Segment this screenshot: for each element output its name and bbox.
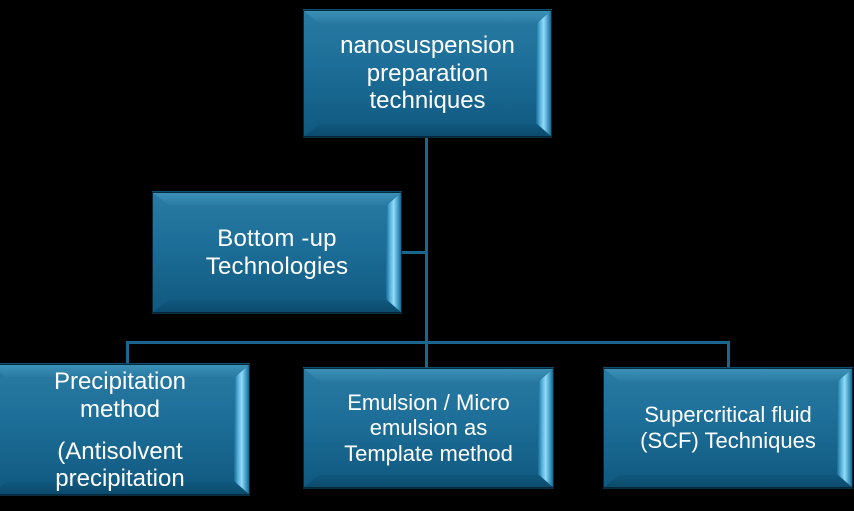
connector-root-spine	[425, 137, 428, 343]
node-precipitation-label-primary: Precipitation method	[53, 368, 187, 423]
node-supercritical-fluid[interactable]: Supercritical fluid (SCF) Techniques	[603, 367, 853, 489]
connector-bus-to-emulsion	[425, 341, 428, 369]
node-precipitation-method[interactable]: Precipitation method (Antisolvent precip…	[0, 363, 250, 496]
node-root[interactable]: nanosuspension preparation techniques	[303, 9, 552, 138]
connector-spine-to-bottom-up	[401, 251, 427, 254]
connector-bus-to-scf	[727, 341, 730, 369]
connector-horizontal-bus	[126, 341, 730, 344]
connector-bus-to-precipitation	[126, 341, 129, 369]
node-emulsion-microemulsion[interactable]: Emulsion / Micro emulsion as Template me…	[303, 367, 554, 489]
node-scf-label: Supercritical fluid (SCF) Techniques	[640, 402, 816, 453]
node-precipitation-label: Precipitation method (Antisolvent precip…	[0, 364, 250, 495]
node-precipitation-label-secondary: (Antisolvent precipitation	[55, 437, 185, 493]
node-root-label: nanosuspension preparation techniques	[340, 31, 515, 115]
node-emulsion-label: Emulsion / Micro emulsion as Template me…	[344, 389, 513, 466]
node-bottom-up[interactable]: Bottom -up Technologies	[152, 191, 402, 314]
node-bottom-up-label: Bottom -up Technologies	[205, 224, 349, 280]
